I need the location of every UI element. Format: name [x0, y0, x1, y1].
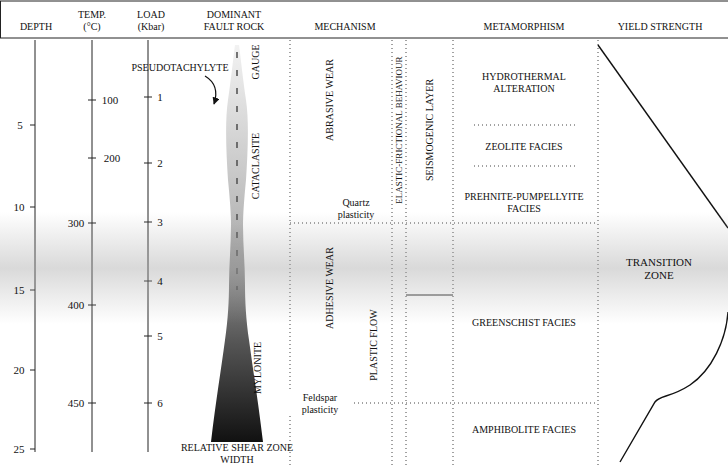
temperature-tick: 200: [104, 152, 121, 165]
column-header: DOMINANT FAULT ROCK: [192, 9, 276, 32]
transition-band: TRANSITION ZONE: [0, 212, 728, 324]
depth-tick: 25: [14, 443, 25, 456]
temperature-tick: 300: [68, 217, 85, 230]
mechanism-label: PLASTIC FLOW: [368, 309, 380, 380]
column-header: MECHANISM: [314, 21, 375, 33]
zone-label: TRANSITION ZONE: [614, 256, 704, 281]
load-tick: 5: [157, 330, 163, 343]
transition-note: Feldspar plasticity: [286, 392, 354, 415]
mechanism-label: ADHESIVE WEAR: [324, 247, 336, 329]
facies-label: HYDROTHERMAL ALTERATION: [469, 71, 579, 94]
depth-tick: 20: [14, 364, 25, 377]
fault-rock-label: CATACLASITE: [250, 133, 262, 199]
load-tick: 3: [157, 216, 163, 229]
fault-rock-label: MYLONITE: [252, 342, 264, 394]
facies-label: PREHNITE-PUMPELLYITE FACIES: [454, 191, 594, 214]
facies-label: ZEOLITE FACIES: [449, 141, 599, 153]
layer-label: SEISMOGENIC LAYER: [424, 79, 436, 181]
depth-tick: 10: [14, 201, 25, 214]
frame: [0, 1, 728, 38]
pseudotachylyte-arrow: [205, 76, 216, 104]
column-header: LOAD (Kbar): [129, 9, 173, 32]
mechanism-label: ABRASIVE WEAR: [324, 59, 336, 141]
column-header: METAMORPHISM: [484, 21, 565, 33]
axis-caption: RELATIVE SHEAR ZONE WIDTH: [167, 442, 307, 465]
load-tick: 2: [157, 157, 163, 170]
mechanism-label: ELASTIC-FRICTIONAL BEHAVIOUR: [394, 56, 404, 203]
temperature-tick: 100: [102, 94, 119, 107]
column-header: TEMP. (°C): [70, 9, 114, 32]
facies-label: GREENSCHIST FACIES: [449, 317, 599, 329]
depth-tick: 15: [14, 284, 25, 297]
temperature-tick: 400: [68, 299, 85, 312]
temperature-tick: 450: [68, 397, 85, 410]
facies-label: AMPHIBOLITE FACIES: [449, 424, 599, 436]
transition-note: Quartz plasticity: [324, 197, 388, 220]
fault-rock-label: GAUGE: [250, 45, 262, 80]
load-tick: 4: [157, 275, 163, 288]
callout-label: PSEUDOTACHYLYTE: [131, 62, 228, 74]
column-header: DEPTH: [20, 21, 52, 33]
column-header: YIELD STRENGTH: [618, 21, 703, 33]
load-tick: 6: [157, 397, 163, 410]
depth-tick: 5: [17, 119, 23, 132]
load-tick: 1: [157, 91, 163, 104]
